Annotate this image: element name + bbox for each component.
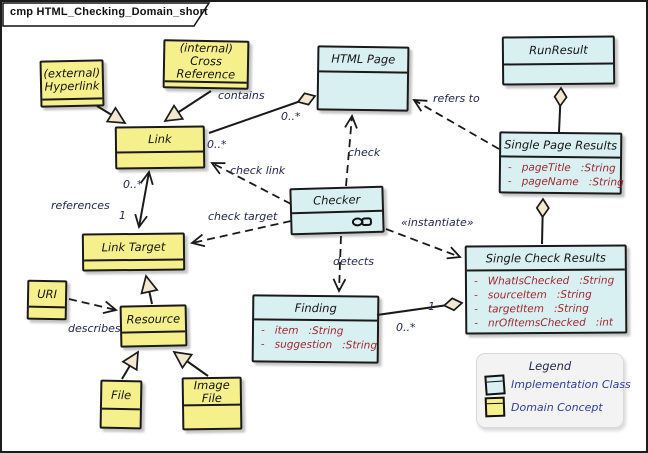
edge-generalization-resource-linktarget — [140, 274, 159, 305]
edge-generalization-imagefile-resource — [172, 350, 209, 377]
edge-label-references: references — [51, 199, 110, 212]
edge-aggregation-singlepageresults-singlecheckresults — [535, 197, 550, 245]
class-body — [184, 406, 240, 429]
class-html-page[interactable]: HTML Page — [316, 45, 410, 112]
class-external-hyperlink[interactable]: (external) Hyperlink — [39, 59, 105, 108]
edge-label-detects: detects — [333, 255, 374, 268]
edge-checktarget-checker-linktarget — [190, 220, 292, 248]
attribute: - sourceItem :String — [473, 288, 592, 302]
class-uri[interactable]: URI — [26, 279, 68, 321]
class-title: Link — [116, 127, 204, 154]
attribute: - nrOfItemsChecked :int — [474, 316, 614, 330]
implementation-class-swatch — [484, 373, 506, 396]
edge-label-instantiate: «instantiate» — [401, 216, 474, 229]
edge-aggregation-runresult-singlepageresults — [553, 86, 568, 133]
class-body — [102, 410, 140, 428]
multiplicity-label: 0..* — [396, 321, 416, 334]
edge-describes-uri-resource — [68, 298, 118, 314]
class-attributes: - WhatIsChecked :String - sourceItem :St… — [467, 270, 625, 332]
edge-label-check-link: check link — [230, 164, 286, 177]
edge-label-check-target: check target — [208, 210, 278, 223]
class-title: Single Page Results — [501, 133, 621, 159]
class-single-check-results[interactable]: Single Check Results - WhatIsChecked :St… — [464, 244, 628, 335]
class-title: Checker — [291, 187, 383, 215]
multiplicity-label: 0..* — [207, 138, 227, 151]
attribute: - targetItem :String — [474, 302, 589, 316]
class-title: File — [101, 381, 141, 411]
class-resource[interactable]: Resource — [119, 304, 188, 348]
class-image-file[interactable]: Image File — [181, 376, 243, 431]
edge-instantiate-checker-singlecheckresults — [385, 228, 462, 260]
class-body — [117, 152, 203, 167]
legend-label: Domain Concept — [511, 401, 603, 414]
attribute: - item :String — [260, 324, 344, 338]
class-checker[interactable]: Checker — [289, 185, 385, 236]
chain-link-icon — [351, 217, 372, 227]
class-title: (internal) Cross Reference — [164, 41, 248, 84]
multiplicity-label: 0..* — [281, 110, 301, 123]
class-body — [292, 212, 382, 234]
class-file[interactable]: File — [99, 379, 143, 430]
class-attributes: - item :String - suggestion :String — [254, 320, 377, 361]
edge-aggregation-singlecheckresults-finding — [376, 297, 464, 316]
edge-label-describes: describes — [68, 322, 121, 335]
edge-generalization-hyperlink-link — [96, 105, 127, 124]
multiplicity-label: 0..* — [123, 178, 143, 191]
class-finding[interactable]: Finding - item :String - suggestion :Str… — [251, 294, 380, 364]
edge-label-contains: contains — [218, 89, 265, 102]
domain-concept-swatch — [484, 396, 506, 417]
multiplicity-label: 1 — [428, 300, 435, 313]
class-run-result[interactable]: RunResult — [501, 35, 616, 86]
attribute: - pageName :String — [507, 175, 624, 189]
class-body — [504, 65, 613, 84]
frame-tab-title: cmp HTML_Checking_Domain_short — [10, 6, 208, 18]
attribute: - pageTitle :String — [507, 161, 616, 175]
edge-generalization-crossreference-link — [163, 90, 212, 123]
attribute: - suggestion :String — [260, 338, 378, 352]
legend-item-domain: Domain Concept — [477, 396, 623, 419]
class-title: (external) Hyperlink — [41, 61, 103, 101]
class-title: URI — [28, 281, 66, 309]
class-title: Image File — [183, 377, 241, 407]
class-title: RunResult — [503, 37, 614, 66]
class-single-page-results[interactable]: Single Page Results - pageTitle :String … — [498, 131, 624, 195]
class-title: Link Target — [83, 234, 184, 262]
class-attributes: - pageTitle :String - pageName :String — [501, 157, 624, 192]
edge-refersto-singlepageresults-htmlpage — [412, 98, 500, 150]
class-body — [319, 72, 407, 109]
legend-title: Legend — [528, 359, 572, 373]
attribute: - WhatIsChecked :String — [473, 274, 615, 288]
class-title: Finding — [254, 296, 378, 322]
class-title: HTML Page — [319, 47, 408, 74]
legend-item-implementation: Implementation Class — [477, 373, 631, 396]
class-body — [122, 332, 185, 345]
class-body — [42, 99, 102, 105]
multiplicity-label: 1 — [119, 209, 126, 222]
class-body — [84, 260, 183, 269]
class-link[interactable]: Link — [114, 125, 206, 170]
edge-label-refers-to: refers to — [433, 92, 480, 105]
legend: Legend Implementation Class Domain Conce… — [476, 353, 631, 428]
class-body — [29, 308, 65, 319]
edge-generalization-file-resource — [121, 350, 139, 380]
legend-label: Implementation Class — [511, 378, 631, 391]
class-title: Resource — [121, 306, 186, 334]
class-link-target[interactable]: Link Target — [81, 232, 186, 272]
class-title: Single Check Results — [466, 246, 625, 272]
class-internal-cross-reference[interactable]: (internal) Cross Reference — [162, 39, 250, 90]
edge-label-check: check — [348, 146, 381, 159]
